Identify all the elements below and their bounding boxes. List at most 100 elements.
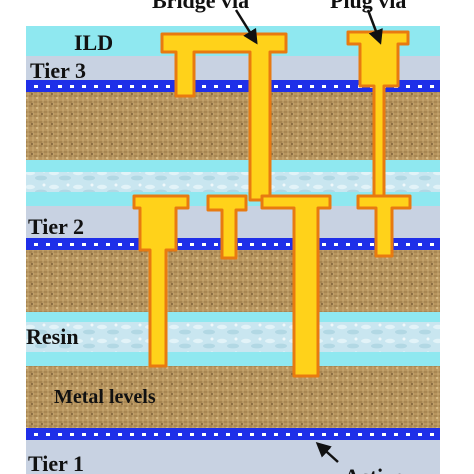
metal-dot xyxy=(118,85,122,88)
metal-dot xyxy=(94,433,98,436)
label-plug-via: Plug via xyxy=(330,0,406,13)
metal-dot xyxy=(262,243,266,246)
metal-dot xyxy=(190,433,194,436)
metal-dot xyxy=(370,243,374,246)
metal-dot xyxy=(334,433,338,436)
tier1-oxide-layer xyxy=(26,440,440,474)
metal-dot xyxy=(238,85,242,88)
arrow-icon xyxy=(366,9,383,45)
tier3-substrate xyxy=(26,92,440,160)
label-resin: Resin xyxy=(26,324,79,349)
metal-dot xyxy=(70,85,74,88)
label-tier1: Tier 1 xyxy=(28,451,84,474)
metal-dot xyxy=(142,433,146,436)
metal-dot xyxy=(394,433,398,436)
metal-dot xyxy=(418,243,422,246)
label-bridge-via: Bridge via xyxy=(152,0,249,13)
metal-dot xyxy=(94,85,98,88)
metal-dot xyxy=(406,243,410,246)
metal-dot xyxy=(70,243,74,246)
metal-dot xyxy=(202,243,206,246)
metal-dot xyxy=(406,85,410,88)
metal-dot xyxy=(250,433,254,436)
metal-dot xyxy=(202,85,206,88)
vias xyxy=(132,30,412,378)
tier2-via-mid xyxy=(206,194,248,260)
bonding-layer-lower xyxy=(26,312,440,322)
metal-dot xyxy=(322,85,326,88)
arrow-icon xyxy=(315,441,339,463)
metal-dot xyxy=(274,433,278,436)
metal-dot xyxy=(298,433,302,436)
metal-dot xyxy=(82,85,86,88)
metal-dot xyxy=(286,85,290,88)
metal-dot xyxy=(106,433,110,436)
metal-dot xyxy=(310,85,314,88)
metal-dot xyxy=(334,85,338,88)
metal-dot xyxy=(214,85,218,88)
resin-layer xyxy=(26,322,440,352)
metal-dot xyxy=(118,433,122,436)
metal-dot xyxy=(238,243,242,246)
metal-dot xyxy=(178,243,182,246)
label-ild: ILD xyxy=(74,30,113,55)
label-bottom-annotation: Active xyxy=(344,464,404,474)
metal-dot xyxy=(430,433,434,436)
metal-dot xyxy=(430,85,434,88)
metal-dot xyxy=(226,433,230,436)
metal-dot xyxy=(58,433,62,436)
metal-dot xyxy=(46,85,50,88)
metal-dot xyxy=(238,433,242,436)
metal-dot xyxy=(82,433,86,436)
metal-dot xyxy=(166,85,170,88)
bonding-layer-lower-2 xyxy=(26,352,440,366)
metal-dot xyxy=(262,433,266,436)
metal-dot xyxy=(370,433,374,436)
metal-dot xyxy=(46,433,50,436)
metal-dot xyxy=(58,243,62,246)
metal-dot xyxy=(46,243,50,246)
metal-dot xyxy=(274,243,278,246)
metal-dot xyxy=(334,243,338,246)
metal-dot xyxy=(130,85,134,88)
metal-dot xyxy=(58,85,62,88)
metal-dot xyxy=(346,85,350,88)
metal-dot xyxy=(310,433,314,436)
metal-dot xyxy=(358,433,362,436)
metal-dot xyxy=(34,433,38,436)
arrow-icon xyxy=(234,9,258,45)
metal-dot xyxy=(286,243,290,246)
tier2-substrate xyxy=(26,250,440,312)
tier1-metal-levels xyxy=(26,366,440,428)
metal-dot xyxy=(178,433,182,436)
resin-layer-upper xyxy=(26,172,440,192)
metal-dot xyxy=(166,433,170,436)
metal-dot xyxy=(142,85,146,88)
metal-dot xyxy=(70,433,74,436)
metal-dot xyxy=(274,85,278,88)
metal-dot xyxy=(82,243,86,246)
metal-dot xyxy=(190,243,194,246)
metal-dot xyxy=(346,243,350,246)
plug-via-bottom xyxy=(356,194,412,258)
tier1-metal-line xyxy=(26,428,440,440)
metal-dot xyxy=(130,433,134,436)
label-tier2: Tier 2 xyxy=(28,214,84,239)
label-metal-levels: Metal levels xyxy=(54,386,156,408)
metal-dot xyxy=(118,243,122,246)
metal-dot xyxy=(406,433,410,436)
metal-dot xyxy=(94,243,98,246)
metal-dot xyxy=(322,243,326,246)
metal-dot xyxy=(286,433,290,436)
metal-dot xyxy=(394,243,398,246)
bonding-layer-upper xyxy=(26,160,440,172)
metal-dot xyxy=(322,433,326,436)
metal-dot xyxy=(418,433,422,436)
metal-dot xyxy=(430,243,434,246)
metal-dot xyxy=(250,243,254,246)
metal-dot xyxy=(154,85,158,88)
metal-dot xyxy=(106,243,110,246)
metal-dot xyxy=(202,433,206,436)
